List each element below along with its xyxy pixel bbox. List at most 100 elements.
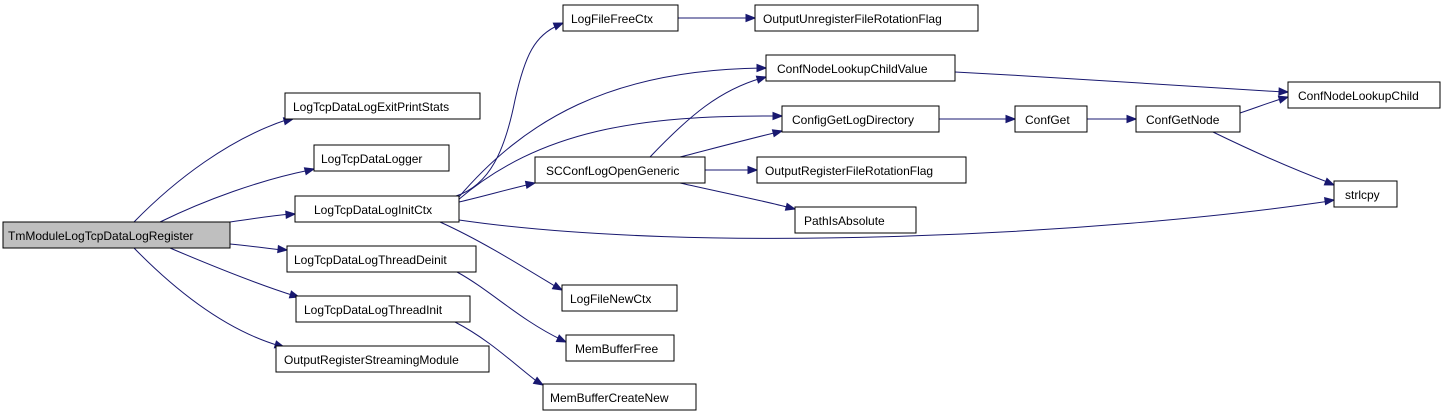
edge-initCtx-to-strlcpy [458,197,1336,239]
svg-text:LogFileNewCtx: LogFileNewCtx [570,292,651,306]
node-membufferfree[interactable]: MemBufferFree [565,334,675,362]
svg-text:MemBufferCreateNew: MemBufferCreateNew [550,391,669,405]
edge-line [954,71,1285,93]
node-logtcpdataloginitctx[interactable]: LogTcpDataLogInitCtx [294,195,460,223]
svg-text:LogTcpDataLogInitCtx: LogTcpDataLogInitCtx [314,203,432,217]
node-logtcpdatalogthreaddeinit[interactable]: LogTcpDataLogThreadDeinit [286,245,477,273]
edge-root-to-threadDeinit [229,243,289,254]
arrowhead [285,210,297,219]
node-strlcpy[interactable]: strlcpy [1333,180,1398,208]
edge-line [439,221,559,289]
edge-line [159,169,311,223]
svg-text:OutputRegisterStreamingModule: OutputRegisterStreamingModule [284,353,459,367]
edge-line [1239,97,1285,114]
svg-text:ConfGet: ConfGet [1025,113,1070,127]
node-pathisabsolute[interactable]: PathIsAbsolute [794,206,917,234]
node-logfilenewctx[interactable]: LogFileNewCtx [561,284,678,312]
call-edges [133,13,1336,386]
edge-scConfLogOpenGeneric-to-configGetLogDirectory [679,129,784,158]
edge-root-to-regStreaming [133,247,286,349]
svg-text:strlcpy: strlcpy [1345,188,1380,202]
node-configgetlogdirectory[interactable]: ConfigGetLogDirectory [781,105,940,133]
node-outputregisterfilerotationflag[interactable]: OutputRegisterFileRotationFlag [756,156,967,184]
node-logtcpdatalogthreadinit[interactable]: LogTcpDataLogThreadInit [295,295,471,323]
svg-text:ConfigGetLogDirectory: ConfigGetLogDirectory [792,113,914,127]
edge-root-to-logger [159,167,316,223]
edge-line [458,183,532,203]
arrowhead [756,63,768,73]
svg-text:TmModuleLogTcpDataLogRegister: TmModuleLogTcpDataLogRegister [8,229,193,243]
edge-line [133,118,290,223]
edge-line [457,67,763,199]
edge-line [455,24,560,197]
edge-line [169,247,296,297]
edge-scConfLogOpenGeneric-to-confNodeLookupChildValue [649,75,768,158]
arrowhead [303,167,316,176]
edge-configGetLogDirectory-to-confGet [938,114,1017,124]
node-confgetnode[interactable]: ConfGetNode [1135,105,1241,133]
edge-line [679,131,779,158]
edge-line [229,213,292,223]
edge-confGet-to-confGetNode [1086,114,1138,124]
svg-text:MemBufferFree: MemBufferFree [575,342,658,356]
arrowhead [551,281,564,291]
node-scconflogopengeneric[interactable]: SCConfLogOpenGeneric [534,156,706,184]
node-logtcpdatalogger[interactable]: LogTcpDataLogger [313,144,450,172]
svg-text:LogTcpDataLogThreadDeinit: LogTcpDataLogThreadDeinit [294,253,447,267]
edge-line [1212,131,1331,184]
node-membuffercreatenew[interactable]: MemBufferCreateNew [542,383,697,411]
edge-threadInit-to-memBufferCreateNew [454,321,545,386]
arrowhead [747,165,759,175]
node-tmmodulelogtcpdatalogregister[interactable]: TmModuleLogTcpDataLogRegister [2,221,231,249]
edge-scConfLogOpenGeneric-to-outputRegisterFileRotationFlag [705,165,759,175]
edge-line [454,321,540,384]
arrowhead [524,180,537,190]
edge-scConfLogOpenGeneric-to-pathIsAbsolute [679,182,797,211]
svg-text:LogFileFreeCtx: LogFileFreeCtx [571,12,653,26]
svg-text:ConfNodeLookupChildValue: ConfNodeLookupChildValue [777,62,928,76]
node-outputunregisterfilerotationflag[interactable]: OutputUnregisterFileRotationFlag [754,4,979,32]
edge-line [649,77,763,158]
node-outputregisterstreamingmodule[interactable]: OutputRegisterStreamingModule [275,345,490,373]
arrowhead [277,244,289,254]
arrowhead [1005,114,1017,124]
edge-initCtx-to-scConfLogOpenGeneric [458,180,537,203]
arrowhead [1126,114,1138,124]
edge-line [456,271,563,341]
arrowhead [755,75,768,84]
edge-line [229,243,284,251]
svg-text:LogTcpDataLogExitPrintStats: LogTcpDataLogExitPrintStats [293,100,449,114]
node-confget[interactable]: ConfGet [1014,105,1088,133]
arrowhead [784,202,797,211]
node-logfilefreectx[interactable]: LogFileFreeCtx [562,4,679,32]
svg-text:OutputRegisterFileRotationFlag: OutputRegisterFileRotationFlag [765,164,933,178]
svg-text:ConfGetNode: ConfGetNode [1146,113,1220,127]
arrowhead [552,22,565,31]
arrowhead [1324,197,1336,206]
edge-confNodeLookupChildValue-to-confNodeLookupChild [954,71,1290,96]
edge-initCtx-to-logFileFreeCtx [455,22,565,197]
edge-line [457,115,779,201]
edge-confGetNode-to-strlcpy [1212,131,1336,186]
arrowhead [555,334,568,343]
svg-text:ConfNodeLookupChild: ConfNodeLookupChild [1298,89,1419,103]
arrowhead [772,111,784,121]
svg-text:SCConfLogOpenGeneric: SCConfLogOpenGeneric [546,164,679,178]
edge-line [679,182,792,209]
node-logtcpdatalogexitprintstats[interactable]: LogTcpDataLogExitPrintStats [284,92,481,120]
arrowhead [532,376,545,386]
arrowhead [745,13,757,23]
svg-text:OutputUnregisterFileRotationFl: OutputUnregisterFileRotationFlag [763,12,942,26]
edge-logFileFreeCtx-to-outputUnregisterFileRotationFlag [678,13,757,23]
edge-root-to-threadInit [169,247,301,299]
svg-text:LogTcpDataLogger: LogTcpDataLogger [321,152,422,166]
arrowhead [771,129,784,138]
node-confnodelookupchild[interactable]: ConfNodeLookupChild [1287,81,1441,109]
svg-text:PathIsAbsolute: PathIsAbsolute [804,214,885,228]
call-nodes: TmModuleLogTcpDataLogRegister LogTcpData… [2,4,1441,411]
edge-line [133,247,281,347]
arrowhead [1323,177,1336,186]
edge-root-to-initCtx [229,210,297,223]
node-confnodelookupchildvalue[interactable]: ConfNodeLookupChildValue [765,54,956,82]
